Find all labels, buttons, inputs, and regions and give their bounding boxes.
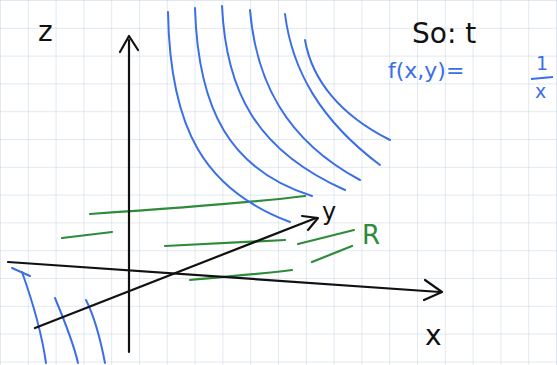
axes [8,36,442,352]
axis-label: x [425,322,442,350]
fraction-numerator: 1 [536,54,548,73]
function-label: f(x,y)= [388,60,464,82]
region-label: R [362,222,380,248]
note-text: So: t [412,20,476,48]
axis-label: y [322,200,336,224]
surface-curves [12,6,390,363]
axis-label: z [38,18,53,46]
region-r [62,196,354,280]
fraction-bar [531,77,553,79]
fraction-denominator: x [535,82,546,101]
